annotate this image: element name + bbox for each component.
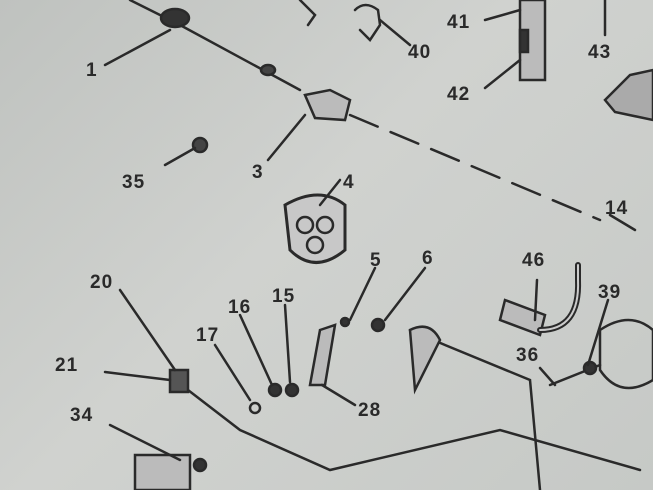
- cable-part-1: [128, 0, 302, 92]
- callout-5: 5: [370, 250, 382, 271]
- callout-3: 3: [252, 162, 264, 183]
- part-6: [370, 317, 386, 333]
- dashed-line: [348, 113, 602, 222]
- callout-14: 14: [605, 198, 629, 219]
- callout-36: 36: [516, 345, 540, 366]
- part-15: [284, 382, 300, 398]
- callout-39: 39: [598, 282, 622, 303]
- bolt-part-35: [191, 136, 209, 154]
- link-part-28: [308, 323, 337, 387]
- part-34: [133, 453, 192, 490]
- part-16: [267, 382, 283, 398]
- callout-1: 1: [86, 60, 98, 81]
- right-assembly: [598, 318, 653, 390]
- callout-42: 42: [447, 84, 471, 105]
- part-43: [603, 68, 653, 122]
- callout-6: 6: [422, 248, 434, 269]
- callout-41: 41: [447, 12, 471, 33]
- callout-16: 16: [228, 297, 252, 318]
- callout-15: 15: [272, 286, 296, 307]
- part-5: [339, 316, 351, 328]
- callout-43: 43: [588, 42, 612, 63]
- plate-part-4: [283, 193, 347, 264]
- callout-20: 20: [90, 272, 114, 293]
- callout-21: 21: [55, 355, 79, 376]
- part-17: [248, 401, 262, 415]
- bracket-part-3: [303, 88, 352, 122]
- callout-4: 4: [343, 172, 355, 193]
- part-top: [298, 0, 317, 27]
- rod: [173, 378, 642, 472]
- callout-34: 34: [70, 405, 94, 426]
- callout-35: 35: [122, 172, 146, 193]
- callout-46: 46: [522, 250, 546, 271]
- callout-28: 28: [358, 400, 382, 421]
- part-21: [168, 368, 190, 394]
- callout-40: 40: [408, 42, 432, 63]
- part-42: [518, 28, 530, 54]
- callout-17: 17: [196, 325, 220, 346]
- fitting-part-1: [159, 7, 191, 29]
- part-46: [498, 298, 547, 337]
- part-40: [353, 3, 382, 42]
